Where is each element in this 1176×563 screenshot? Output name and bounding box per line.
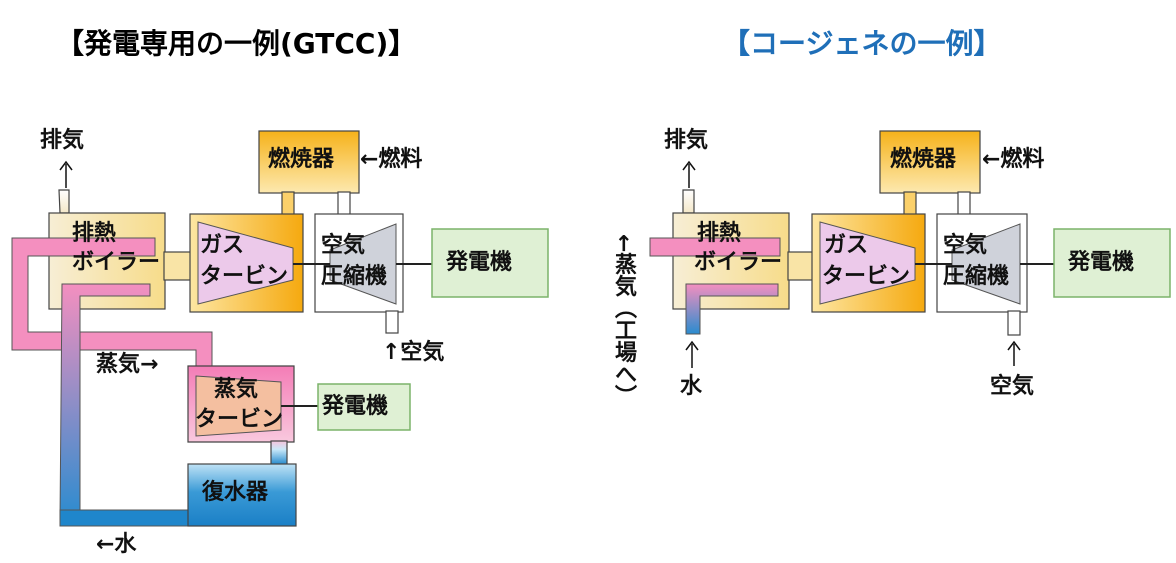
hrsg-coil bbox=[59, 283, 151, 521]
gtcc-steam-label: 蒸気→ bbox=[96, 352, 159, 377]
gas-turbine-rotor-r bbox=[819, 221, 916, 305]
exhaust-arrow-head-r bbox=[682, 160, 696, 171]
steam-turbine-rotor bbox=[195, 375, 282, 437]
cogen-compressor-label-2: 圧縮機 bbox=[943, 264, 1010, 289]
combustor-box-r bbox=[879, 130, 981, 194]
exhaust-arrow-head bbox=[59, 160, 73, 171]
gtcc-gas-turbine-label-2: タービン bbox=[200, 264, 289, 289]
gtcc-exhaust-label: 排気 bbox=[40, 128, 85, 153]
cogen-fuel-label: ←燃料 bbox=[982, 147, 1045, 172]
cogen-steam-factory-label: ←蒸気（工場へ） bbox=[611, 234, 636, 407]
gtcc-steam-turbine-label-2: タービン bbox=[195, 407, 284, 432]
generator-box-r bbox=[1053, 228, 1171, 298]
air-inlet bbox=[385, 310, 399, 334]
gtcc-gas-turbine-label-1: ガス bbox=[200, 233, 245, 258]
gtcc-compressor-label-1: 空気 bbox=[321, 233, 366, 258]
gtcc-hrsg-label-2: ボイラー bbox=[72, 250, 161, 275]
steam-pipe-r bbox=[649, 237, 781, 257]
cogen-hrsg-label-1: 排熱 bbox=[697, 221, 742, 246]
compressor-rotor bbox=[329, 223, 397, 305]
gas-turbine-rotor bbox=[197, 221, 294, 305]
gtcc-fuel-label: ←燃料 bbox=[360, 147, 423, 172]
cogen-water-label: 水 bbox=[680, 374, 703, 399]
duct-gt-hrsg bbox=[163, 251, 192, 281]
gtcc-water-label: ←水 bbox=[96, 532, 137, 557]
gtcc-generator2-label: 発電機 bbox=[322, 394, 389, 419]
combustor-air-duct bbox=[337, 191, 351, 217]
gtcc-air-label: ↑空気 bbox=[382, 340, 445, 365]
cogen-generator-label: 発電機 bbox=[1068, 250, 1135, 275]
cogen-air-label: 空気 bbox=[990, 374, 1035, 399]
gtcc-generator-label: 発電機 bbox=[446, 250, 513, 275]
exhaust-stack bbox=[58, 189, 70, 214]
water-arrow-head-r bbox=[685, 340, 699, 351]
combustor-neck-r bbox=[903, 191, 917, 217]
air-arrow-head-r bbox=[1007, 340, 1021, 351]
cogen-hrsg-label-2: ボイラー bbox=[694, 250, 783, 275]
cogen-title: 【コージェネの一例】 bbox=[722, 27, 1002, 60]
combustor-neck bbox=[281, 191, 295, 217]
gtcc-condenser-label: 復水器 bbox=[202, 480, 269, 505]
combustor-air-duct-r bbox=[957, 191, 971, 217]
gtcc-combustor-label: 燃焼器 bbox=[268, 147, 335, 172]
cogen-diagram bbox=[649, 130, 1171, 368]
duct-gt-hrsg-r bbox=[787, 251, 815, 281]
cogen-gas-turbine-label-1: ガス bbox=[824, 233, 869, 258]
exhaust-stack-r bbox=[682, 189, 695, 214]
gtcc-steam-turbine-label-1: 蒸気 bbox=[214, 377, 259, 402]
condenser-box bbox=[187, 463, 297, 527]
hrsg-coil-r bbox=[685, 283, 779, 335]
cogen-combustor-label: 燃焼器 bbox=[890, 147, 957, 172]
gtcc-hrsg-label-1: 排熱 bbox=[72, 221, 117, 246]
cogen-compressor-label-1: 空気 bbox=[943, 233, 988, 258]
compressor-rotor-r bbox=[951, 223, 1021, 305]
gtcc-compressor-label-2: 圧縮機 bbox=[321, 264, 388, 289]
combustor-box bbox=[258, 130, 360, 194]
generator2-box bbox=[317, 383, 411, 431]
st-condenser-neck bbox=[270, 440, 288, 466]
cogen-gas-turbine-label-2: タービン bbox=[822, 264, 911, 289]
cogen-exhaust-label: 排気 bbox=[664, 128, 709, 153]
gtcc-diagram bbox=[11, 130, 549, 527]
generator-box bbox=[431, 228, 549, 298]
gtcc-title: 【発電専用の一例(GTCC)】 bbox=[56, 27, 417, 60]
air-inlet-r bbox=[1007, 310, 1021, 336]
